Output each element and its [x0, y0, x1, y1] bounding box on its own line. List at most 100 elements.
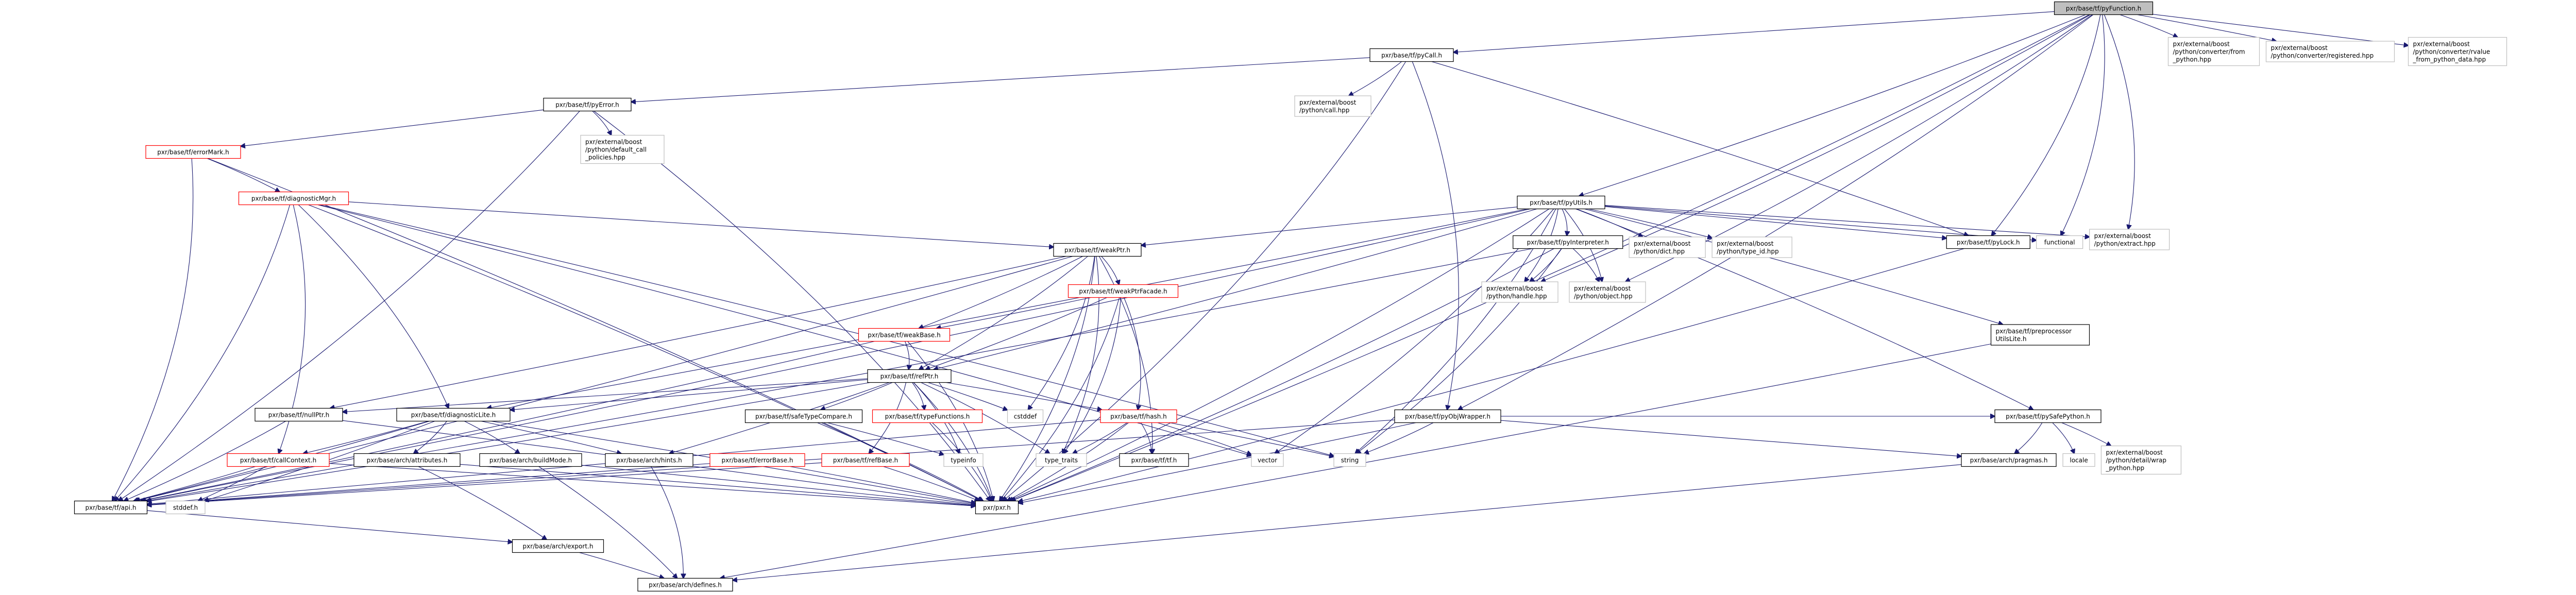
node-box [1946, 235, 2030, 249]
graph-node-refPtr[interactable]: pxr/base/tf/refPtr.h [867, 369, 952, 383]
node-box [2062, 453, 2095, 467]
edge-hash-to-string [1170, 422, 1334, 457]
node-box [1569, 281, 1646, 303]
graph-node-typeFn[interactable]: pxr/base/tf/typeFunctions.h [872, 409, 983, 423]
node-box [255, 407, 343, 422]
edge-diagLite-to-buildMode [464, 421, 519, 454]
node-label: /python/handle.hpp [1486, 293, 1547, 300]
node-box [74, 500, 148, 515]
node-label: pxr/external/boost [1486, 285, 1544, 292]
graph-node-buildMode[interactable]: pxr/base/arch/buildMode.h [479, 453, 582, 467]
edge-weakPtr-to-typetraits [1062, 256, 1099, 454]
node-label: pxr/base/tf/safeTypeCompare.h [755, 413, 852, 420]
edge-diagMgr-to-diagLite [298, 205, 449, 409]
graph-node-attrs[interactable]: pxr/base/arch/attributes.h [353, 453, 461, 467]
graph-node-pyUtils[interactable]: pxr/base/tf/pyUtils.h [1517, 195, 1605, 210]
graph-node-api[interactable]: pxr/base/tf/api.h [74, 500, 148, 515]
graph-node-hash[interactable]: pxr/base/tf/hash.h [1100, 409, 1177, 423]
node-label: pxr/external/boost [2271, 44, 2328, 52]
edge-callCtx-to-stddef [198, 466, 266, 501]
node-label: pxr/base/tf/weakPtr.h [1064, 247, 1130, 254]
edge-hash-to-typetraits [1073, 422, 1128, 454]
graph-node-weakPtr[interactable]: pxr/base/tf/weakPtr.h [1053, 243, 1142, 257]
edge-weakPtr-to-weakBase [919, 256, 1083, 329]
node-box [2089, 229, 2170, 250]
node-label: /python/detail/wrap [2106, 457, 2166, 464]
node-label: _python.hpp [2105, 465, 2144, 472]
node-label: pxr/base/tf/typeFunctions.h [885, 413, 970, 420]
node-box [1481, 281, 1558, 303]
graph-node-defines[interactable]: pxr/base/arch/defines.h [637, 577, 733, 592]
edge-pyFunction-to-pyLock [1991, 14, 2101, 236]
graph-node-safeType[interactable]: pxr/base/tf/safeTypeCompare.h [744, 409, 863, 423]
node-box [145, 145, 241, 159]
node-box [2408, 37, 2507, 66]
edge-refBase-to-pxr [883, 466, 979, 501]
node-label: pxr/base/tf/diagnosticLite.h [411, 412, 496, 419]
edge-refPtr-to-safeType [821, 382, 893, 410]
graph-node-weakBase[interactable]: pxr/base/tf/weakBase.h [858, 328, 951, 342]
graph-node-hints[interactable]: pxr/base/arch/hints.h [605, 453, 693, 467]
node-label: pxr/base/tf/preprocessor [1996, 328, 2072, 335]
node-label: /python/converter/registered.hpp [2271, 52, 2374, 59]
node-label: /python/converter/from [2173, 48, 2245, 56]
edge-refBase-to-api [147, 462, 822, 505]
edge-wpFacade-to-typetraits [1064, 297, 1121, 454]
edge-diagMgr-to-api [114, 205, 291, 501]
node-label: _python.hpp [2173, 56, 2212, 63]
graph-node-export[interactable]: pxr/base/arch/export.h [512, 539, 604, 553]
edge-refPtr-to-typeFn [912, 382, 925, 410]
node-label: pxr/base/tf/pySafePython.h [2006, 413, 2090, 420]
graph-node-tf[interactable]: pxr/base/tf/tf.h [1119, 453, 1189, 467]
edge-callCtx-to-pxr [329, 463, 976, 506]
edge-pyInterp-to-object [1572, 248, 1599, 282]
node-label: string [1341, 457, 1359, 464]
graph-node-typetraits: type_traits [1036, 453, 1087, 467]
edge-pySafePy-to-wrapPy [2061, 422, 2111, 446]
edge-attrs-to-export [418, 466, 547, 540]
edge-errorBase-to-api [147, 463, 710, 505]
node-label: pxr/base/tf/refPtr.h [880, 373, 939, 380]
graph-node-pyObjWrap[interactable]: pxr/base/tf/pyObjWrapper.h [1394, 409, 1501, 423]
edge-pyFunction-to-pyUtils [1579, 14, 2086, 196]
graph-node-pySafePy[interactable]: pxr/base/tf/pySafePython.h [1994, 409, 2102, 423]
graph-node-pyLock[interactable]: pxr/base/tf/pyLock.h [1946, 235, 2030, 249]
graph-node-pyFunction[interactable]: pxr/base/tf/pyFunction.h [2054, 1, 2154, 15]
node-label: pxr/base/arch/hints.h [616, 457, 682, 464]
graph-node-nullPtr[interactable]: pxr/base/tf/nullPtr.h [255, 407, 343, 422]
graph-node-errorMark[interactable]: pxr/base/tf/errorMark.h [145, 145, 241, 159]
node-label: pxr/base/tf/diagnosticMgr.h [251, 195, 336, 202]
edge-diagLite-to-callCtx [303, 420, 429, 454]
graph-node-pragmas[interactable]: pxr/base/arch/pragmas.h [1961, 453, 2057, 467]
edge-hash-to-tf [1140, 422, 1151, 454]
node-box [1517, 195, 1605, 210]
graph-node-pxr[interactable]: pxr/pxr.h [975, 500, 1019, 515]
edge-pyFunction-to-fromPy [2120, 14, 2178, 38]
node-label: pxr/base/tf/pyObjWrapper.h [1405, 413, 1490, 420]
node-label: _from_python_data.hpp [2413, 56, 2486, 63]
graph-node-callCtx[interactable]: pxr/base/tf/callContext.h [227, 453, 330, 467]
edge-weakBase-to-refPtr [905, 341, 909, 370]
edge-pyCall-to-callhpp [1349, 61, 1402, 96]
graph-node-errorBase[interactable]: pxr/base/tf/errorBase.h [709, 453, 805, 467]
edge-pyInterp-to-handle [1530, 248, 1562, 282]
graph-node-refBase[interactable]: pxr/base/tf/refBase.h [821, 453, 910, 467]
node-box [1053, 243, 1142, 257]
graph-node-vector: vector [1251, 453, 1284, 467]
graph-node-pyError[interactable]: pxr/base/tf/pyError.h [543, 97, 632, 112]
graph-node-extract: pxr/external/boost/python/extract.hpp [2089, 229, 2170, 250]
node-box [1251, 453, 1284, 467]
edge-pyObjWrap-to-pragmas [1500, 420, 1961, 456]
graph-node-diagLite[interactable]: pxr/base/tf/diagnosticLite.h [396, 407, 511, 422]
node-box [238, 191, 349, 206]
graph-node-wpFacade[interactable]: pxr/base/tf/weakPtrFacade.h [1067, 284, 1179, 298]
node-label: pxr/base/tf/errorBase.h [721, 457, 793, 464]
node-label: pxr/external/boost [2173, 41, 2230, 48]
edge-pyUtils-to-pxr [1009, 209, 1550, 501]
edge-refPtr-to-diagLite [510, 379, 868, 410]
graph-node-diagMgr[interactable]: pxr/base/tf/diagnosticMgr.h [238, 191, 349, 206]
graph-node-pyCall[interactable]: pxr/base/tf/pyCall.h [1369, 48, 1454, 62]
graph-node-pyInterp[interactable]: pxr/base/tf/pyInterpreter.h [1513, 235, 1623, 249]
node-box [2036, 235, 2083, 249]
